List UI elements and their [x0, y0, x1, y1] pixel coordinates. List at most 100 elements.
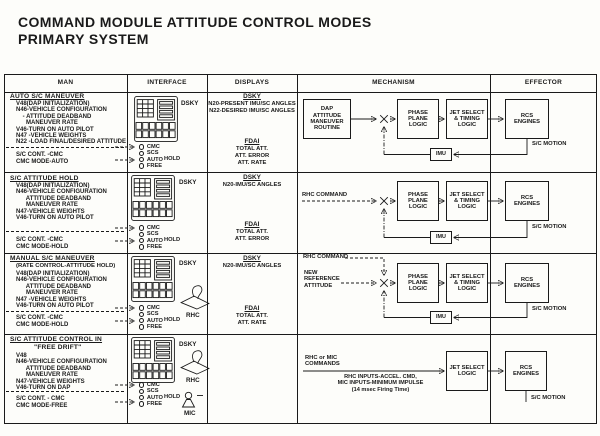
column-divider — [297, 74, 298, 424]
dsky-label: DSKY — [179, 341, 197, 348]
page-subtitle: PRIMARY SYSTEM — [18, 31, 149, 47]
dsky-display-title: DSKY — [243, 93, 261, 100]
column-divider — [207, 74, 208, 424]
column-header-effector: EFFECTOR — [524, 79, 563, 86]
switch-cmc: CMC — [146, 144, 160, 151]
mode-subheading: (RATE CONTROL-ATTITUDE HOLD) — [16, 263, 116, 269]
switch-dot — [139, 231, 145, 238]
feedback-line — [454, 139, 528, 155]
panel-switches: CMC SCS AUTO FREE HOLD — [139, 144, 185, 169]
rcs-engines-box: RCS ENGINES — [505, 99, 549, 139]
dsky-display-items: N20-IMU/SC ANGLES — [222, 182, 282, 188]
switch-hold: HOLD — [164, 156, 181, 162]
fdai-display-title: FDAI — [244, 305, 260, 312]
fdai-display-title: FDAI — [244, 221, 260, 228]
mode-settings: S/C CONT. -CMC CMC MODE-HOLD — [16, 315, 69, 328]
column-header-man: MAN — [57, 79, 74, 86]
sc-motion-label: S/C MOTION — [531, 395, 566, 401]
switch-hold: HOLD — [164, 237, 181, 243]
rhc-label: RHC — [186, 312, 200, 319]
rcs-engines-box: RCS ENGINES — [505, 181, 549, 221]
switch-free: FREE — [146, 163, 163, 170]
dsky-label: DSKY — [179, 260, 197, 267]
fdai-display-items: TOTAL ATT. ATT. ERROR ATT. RATE — [234, 146, 270, 166]
new-reference-attitude-label: NEW REFERENCE ATTITUDE — [304, 270, 340, 289]
switch-scs: SCS — [146, 311, 159, 318]
switch-dot — [139, 244, 145, 250]
dsky-icon — [131, 337, 175, 383]
switch-dot — [139, 401, 145, 407]
jet-select-timing-logic-box: JET SELECT & TIMING LOGIC — [446, 263, 488, 303]
dap-attitude-maneuver-routine-box: DAP ATTITUDE MANEUVER ROUTINE — [303, 99, 351, 139]
mode-procedure: V48(DAP INITIALIZATION) N46-VEHICLE CONF… — [16, 183, 107, 222]
column-divider — [127, 74, 128, 424]
jet-select-logic-box: JET SELECT LOGIC — [446, 351, 488, 391]
divider-dashed — [6, 391, 124, 392]
phase-plane-logic-box: PHASE PLANE LOGIC — [397, 181, 439, 221]
panel-switches: CMC SCS AUTO FREE HOLD — [139, 382, 185, 407]
switch-scs: SCS — [146, 388, 159, 395]
mode-heading-free-drift: S/C ATTITUDE CONTROL IN — [10, 336, 103, 343]
fdai-display-items: TOTAL ATT. ATT. RATE — [236, 313, 268, 326]
mode-heading-manual-maneuver: MANUAL S/C MANEUVER — [10, 255, 95, 262]
switch-dot — [139, 305, 145, 311]
phase-plane-logic-box: PHASE PLANE LOGIC — [397, 263, 439, 303]
rcs-engines-box: RCS ENGINES — [505, 263, 549, 303]
switch-hold: HOLD — [164, 394, 181, 400]
switch-cmc: CMC — [146, 382, 160, 389]
switch-auto: AUTO — [146, 317, 163, 324]
fdai-display-items: TOTAL ATT. ATT. ERROR — [234, 229, 270, 242]
rhc-or-mic-commands-label: RHC or MIC COMMANDS — [305, 355, 340, 368]
feedback-line — [454, 221, 528, 238]
dsky-display-title: DSKY — [243, 174, 261, 181]
mode-settings: S/C CONT. - CMC CMC MODE-FREE — [16, 396, 68, 409]
mode-procedure: V48(DAP INITIALIZATION) N46-VEHICLE CONF… — [16, 271, 107, 310]
fdai-display-title: FDAI — [244, 138, 260, 145]
sc-motion-label: S/C MOTION — [532, 306, 567, 312]
page-title: COMMAND MODULE ATTITUDE CONTROL MODES — [18, 14, 372, 30]
dsky-icon — [131, 256, 175, 302]
rhc-command-label: RHC COMMAND — [303, 254, 349, 260]
switch-auto: AUTO — [146, 394, 163, 401]
panel-switches: CMC SCS AUTO FREE HOLD — [139, 225, 185, 250]
summing-junction-icon — [378, 113, 390, 125]
divider-dashed — [6, 311, 124, 312]
mode-heading-free-drift-2: "FREE DRIFT" — [34, 344, 82, 351]
phase-plane-logic-box: PHASE PLANE LOGIC — [397, 99, 439, 139]
switch-dot — [139, 324, 145, 330]
switch-dot — [139, 157, 145, 163]
imu-box: IMU — [430, 148, 452, 161]
switch-dot — [139, 163, 145, 169]
switch-auto: AUTO — [146, 237, 163, 244]
dsky-display-title: DSKY — [243, 255, 261, 262]
imu-box: IMU — [430, 311, 452, 324]
switch-scs: SCS — [146, 150, 159, 157]
row-divider — [4, 334, 597, 335]
mode-heading-auto-maneuver: AUTO S/C MANEUVER — [10, 93, 85, 100]
switch-scs: SCS — [146, 231, 159, 238]
switch-dot — [139, 225, 145, 231]
switch-auto: AUTO — [146, 156, 163, 163]
dsky-display-items: N20-IMU/SC ANGLES — [222, 263, 282, 269]
switch-dot — [139, 311, 145, 318]
row-divider — [4, 172, 597, 173]
dsky-label: DSKY — [179, 179, 197, 186]
panel-switches: CMC SCS AUTO FREE HOLD — [139, 305, 185, 330]
mode-settings: S/C CONT. -CMC CMC MODE-AUTO — [16, 152, 69, 165]
switch-dot — [139, 395, 145, 401]
feedback-line — [454, 303, 528, 318]
switch-dot — [139, 382, 145, 388]
mode-procedure: V48(DAP INITIALIZATION) N46-VEHICLE CONF… — [16, 101, 127, 146]
switch-cmc: CMC — [146, 305, 160, 312]
column-divider — [490, 74, 491, 424]
switch-free: FREE — [146, 244, 163, 251]
dsky-icon — [134, 96, 178, 142]
sc-motion-label: S/C MOTION — [532, 224, 567, 230]
summing-junction-icon — [378, 277, 390, 289]
rhc-label: RHC — [186, 377, 200, 384]
mode-heading-attitude-hold: S/C ATTITUDE HOLD — [10, 175, 79, 182]
switch-cmc: CMC — [146, 225, 160, 232]
switch-hold: HOLD — [164, 317, 181, 323]
